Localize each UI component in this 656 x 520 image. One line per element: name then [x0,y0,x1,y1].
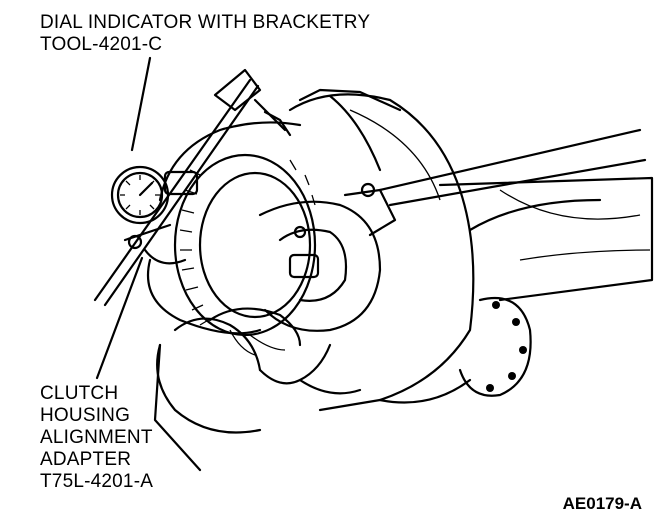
dial-indicator-callout: DIAL INDICATOR WITH BRACKETRY TOOL-4201-… [40,12,370,56]
callout-line: TOOL-4201-C [40,34,163,55]
callout-line: ALIGNMENT [40,427,153,448]
bearing-flange [378,296,532,404]
callout-line: HOUSING [40,405,131,426]
callout-line: T75L-4201-A [40,471,154,492]
ring-gear [173,153,317,337]
callout-line: DIAL INDICATOR WITH BRACKETRY [40,12,371,33]
technician-hands [153,307,362,472]
callout-line: ADAPTER [40,449,132,470]
callout-line: CLUTCH [40,383,119,404]
dial-indicator-tool [93,68,292,307]
clutch-adapter-callout: CLUTCH HOUSING ALIGNMENT ADAPTER T75L-42… [40,383,153,493]
adapter-leader [95,256,144,380]
differential-case [258,182,397,332]
leader-lines [95,56,152,380]
figure-reference: AE0179-A [562,494,642,513]
dial-indicator-leader [130,56,152,152]
axle-tube [378,128,654,302]
